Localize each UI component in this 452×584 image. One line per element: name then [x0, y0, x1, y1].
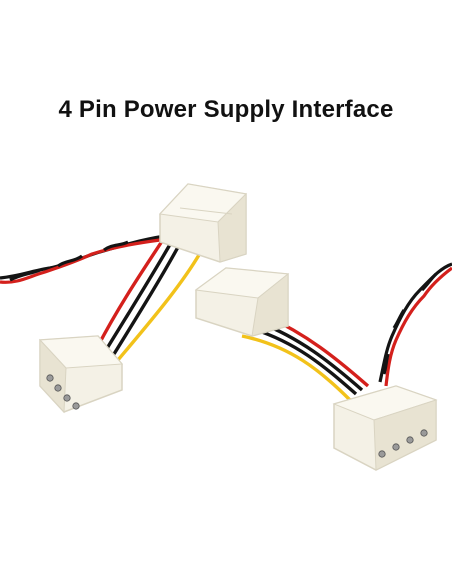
right-lower-connector — [332, 385, 438, 471]
right-upper-connector — [194, 267, 290, 337]
left-twisted-lead — [0, 234, 166, 284]
headline-title: 4 Pin Power Supply Interface — [58, 96, 394, 123]
left-molex-cable — [0, 183, 248, 414]
cable-photo — [0, 150, 452, 584]
right-twisted-lead — [378, 262, 452, 387]
right-molex-cable — [194, 262, 452, 471]
left-lower-connector — [38, 335, 124, 414]
left-upper-connector — [158, 183, 248, 263]
